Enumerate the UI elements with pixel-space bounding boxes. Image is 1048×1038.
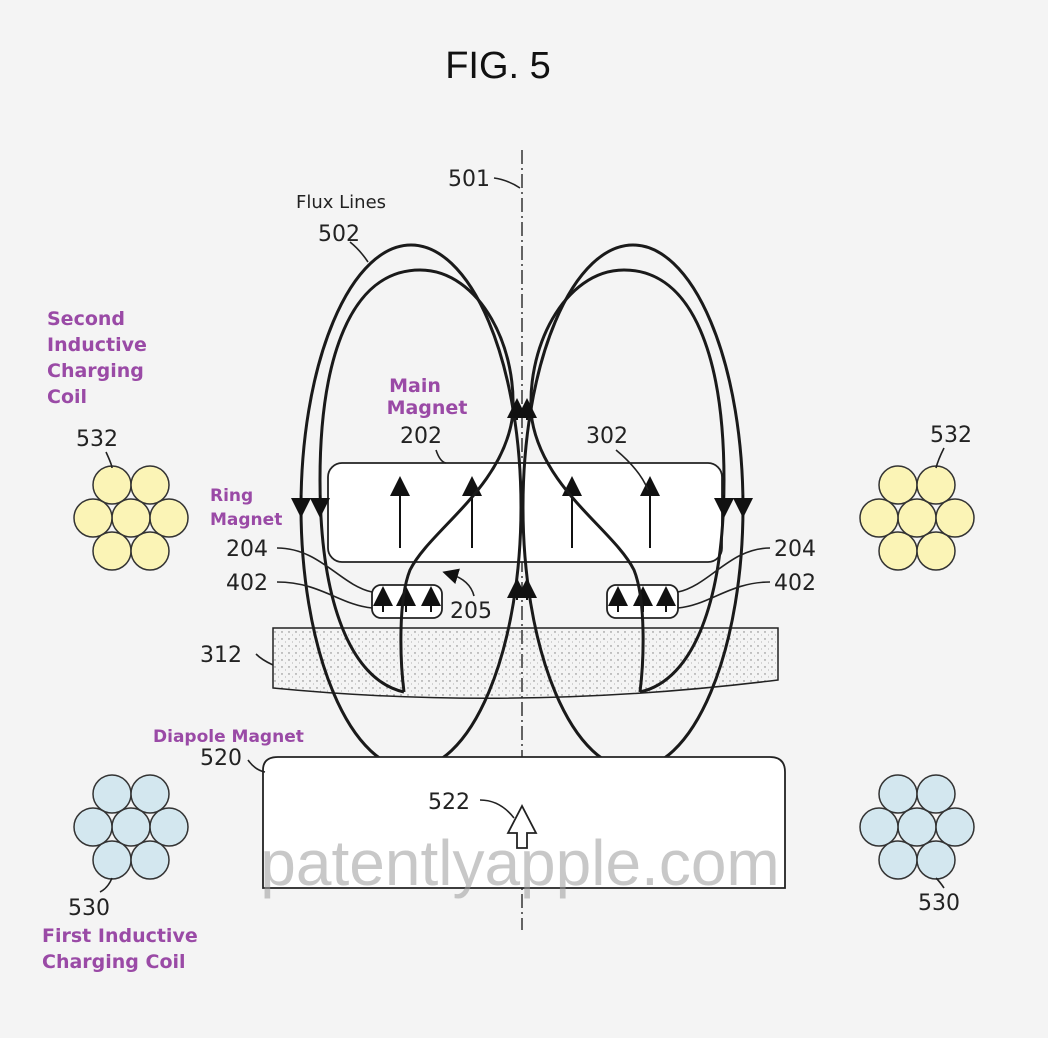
- watermark: patentlyapple.com: [260, 827, 779, 899]
- svg-text:Ring: Ring: [210, 486, 253, 506]
- coil-wire: [149, 807, 189, 847]
- coil-wire: [130, 465, 170, 505]
- label-205: 205: [450, 599, 492, 624]
- label-532-left: 532: [76, 427, 118, 452]
- label-532-right: 532: [930, 423, 972, 448]
- coil-wire: [878, 531, 918, 571]
- first-coil-right: [859, 774, 975, 880]
- ring-magnet-annotation: Ring Magnet: [210, 486, 282, 530]
- dipole-arrow-522: [506, 804, 538, 849]
- coil-wire: [92, 774, 132, 814]
- svg-text:First Inductive: First Inductive: [42, 925, 198, 947]
- leader-204-left: [276, 547, 373, 593]
- leader-532-left: [105, 451, 113, 469]
- label-502: 502: [318, 222, 360, 247]
- coil-wire: [878, 840, 918, 880]
- coil-wire: [130, 840, 170, 880]
- first-coil-left: [73, 774, 189, 880]
- svg-text:Coil: Coil: [47, 386, 87, 408]
- coil-wire: [897, 807, 937, 847]
- svg-text:Second: Second: [47, 308, 125, 330]
- label-530-right: 530: [918, 891, 960, 916]
- svg-text:Magnet: Magnet: [210, 510, 282, 530]
- label-202: 202: [400, 424, 442, 449]
- coil-wire: [878, 465, 918, 505]
- label-520: 520: [200, 746, 242, 771]
- leader-520: [247, 759, 266, 773]
- coil-wire: [130, 531, 170, 571]
- coil-wire: [73, 807, 113, 847]
- leader-204-right: [677, 547, 771, 593]
- flux-lines-label: Flux Lines: [296, 192, 386, 213]
- figure-title: FIG. 5: [445, 45, 551, 87]
- coil-wire: [897, 498, 937, 538]
- coil-wire: [935, 498, 975, 538]
- svg-text:Magnet: Magnet: [387, 397, 468, 419]
- coil-wire: [92, 465, 132, 505]
- second-coil-annotation: Second Inductive Charging Coil: [47, 308, 147, 408]
- main-magnet-annotation: Main Magnet: [387, 375, 468, 419]
- coil-wire: [916, 531, 956, 571]
- leader-522: [479, 799, 515, 819]
- svg-text:Main: Main: [389, 375, 441, 397]
- leader-402-left: [276, 581, 373, 609]
- label-204-left: 204: [226, 537, 268, 562]
- coil-wire: [149, 498, 189, 538]
- svg-text:Inductive: Inductive: [47, 334, 147, 356]
- label-530-left: 530: [68, 896, 110, 921]
- label-402-right: 402: [774, 571, 816, 596]
- leader-202: [435, 449, 447, 464]
- label-204-right: 204: [774, 537, 816, 562]
- leader-530-left: [99, 877, 113, 893]
- coil-wire: [859, 807, 899, 847]
- second-coil-left: [73, 465, 189, 571]
- leader-302: [615, 449, 649, 491]
- leader-205: [442, 568, 475, 597]
- leader-530-right: [935, 877, 945, 889]
- leader-502: [349, 241, 369, 263]
- label-312: 312: [200, 643, 242, 668]
- coil-wire: [935, 807, 975, 847]
- second-coil-right: [859, 465, 975, 571]
- coil-wire: [111, 807, 151, 847]
- label-501: 501: [448, 167, 490, 192]
- coil-wire: [916, 465, 956, 505]
- label-402-left: 402: [226, 571, 268, 596]
- leader-312: [255, 653, 274, 666]
- coil-wire: [916, 774, 956, 814]
- coil-wire: [92, 531, 132, 571]
- coil-wire: [878, 774, 918, 814]
- label-302: 302: [586, 424, 628, 449]
- leader-501: [493, 177, 521, 189]
- coil-wire: [92, 840, 132, 880]
- leader-402-right: [677, 581, 771, 609]
- coil-wire: [73, 498, 113, 538]
- plate-312: [272, 627, 779, 700]
- leader-532-right: [935, 447, 945, 469]
- svg-text:Charging: Charging: [47, 360, 144, 382]
- coil-wire: [111, 498, 151, 538]
- svg-text:Charging Coil: Charging Coil: [42, 951, 186, 973]
- dipole-magnet-annotation: Diapole Magnet: [153, 727, 304, 747]
- coil-wire: [916, 840, 956, 880]
- label-522: 522: [428, 790, 470, 815]
- coil-wire: [130, 774, 170, 814]
- first-coil-annotation: First Inductive Charging Coil: [42, 925, 198, 973]
- coil-wire: [859, 498, 899, 538]
